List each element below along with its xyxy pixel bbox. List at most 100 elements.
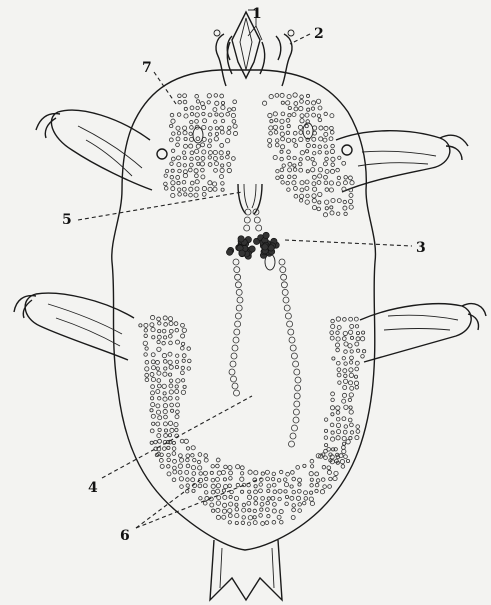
granule — [349, 193, 353, 197]
granule — [201, 156, 205, 160]
granule — [213, 157, 217, 161]
granule — [208, 151, 212, 155]
granule — [143, 341, 147, 345]
granule — [259, 483, 263, 487]
granule — [280, 126, 284, 130]
granule — [305, 200, 309, 204]
chain-bead — [233, 259, 239, 265]
granule — [199, 472, 203, 476]
granule — [227, 130, 231, 134]
granule — [192, 472, 196, 476]
granule — [337, 373, 341, 377]
granule — [150, 409, 153, 412]
granule — [276, 170, 279, 173]
granule — [259, 514, 263, 518]
granule — [290, 496, 294, 500]
granule — [151, 353, 155, 357]
granule — [204, 491, 208, 495]
granule — [330, 169, 334, 173]
granule — [320, 490, 324, 494]
granule — [278, 489, 282, 493]
granule — [321, 478, 325, 482]
granule — [183, 100, 187, 104]
granule — [189, 144, 193, 148]
granule — [254, 501, 258, 505]
granule — [184, 439, 188, 443]
granule — [283, 478, 287, 482]
granule — [208, 187, 212, 191]
granule — [191, 454, 194, 457]
chain-bead — [281, 274, 287, 280]
granule — [156, 389, 160, 393]
granule — [318, 192, 322, 196]
granule — [221, 164, 224, 167]
granule — [287, 188, 291, 192]
granule — [175, 428, 178, 431]
granule — [177, 181, 180, 184]
chain-bead — [293, 417, 299, 423]
granule — [215, 113, 218, 116]
chain-bead — [231, 376, 237, 382]
granule — [329, 188, 333, 192]
chain-bead — [244, 225, 250, 231]
granule — [300, 114, 304, 118]
granule — [355, 367, 359, 371]
granule — [213, 150, 217, 154]
front-right-leg — [336, 131, 468, 192]
granule — [176, 397, 179, 400]
granule — [151, 385, 155, 389]
granule — [267, 514, 270, 517]
granule — [346, 459, 349, 462]
granule — [324, 436, 328, 440]
granule — [318, 168, 322, 172]
chain-bead — [284, 305, 290, 311]
granule — [288, 162, 292, 166]
granule — [336, 436, 340, 440]
granule — [158, 439, 162, 443]
granule — [315, 483, 319, 487]
granule — [281, 112, 285, 116]
granule — [176, 156, 180, 160]
granule — [235, 508, 239, 512]
granule — [336, 212, 339, 215]
granule — [201, 168, 205, 172]
granule — [312, 113, 316, 117]
granule — [228, 484, 232, 488]
granule — [300, 119, 304, 123]
granule — [170, 428, 174, 432]
granule — [181, 371, 185, 375]
granule — [169, 341, 173, 345]
granule — [163, 372, 167, 376]
granule — [177, 163, 181, 167]
granule — [171, 187, 175, 191]
granule — [323, 162, 327, 166]
granule — [338, 156, 341, 159]
granule — [355, 325, 358, 328]
granule — [202, 125, 206, 129]
granule — [312, 144, 315, 147]
granule — [325, 157, 329, 161]
granule — [325, 169, 329, 173]
granule — [176, 143, 180, 147]
granule — [330, 114, 334, 118]
granule — [232, 157, 236, 161]
granule — [169, 379, 172, 382]
granule — [196, 100, 199, 103]
granule — [163, 316, 167, 320]
granule — [293, 168, 297, 172]
granule — [150, 323, 154, 327]
granule — [336, 417, 340, 421]
granule — [196, 106, 199, 109]
granule — [144, 334, 148, 338]
granule — [145, 373, 149, 377]
granule — [208, 144, 212, 148]
granule — [171, 149, 174, 152]
granule — [184, 193, 187, 196]
granule — [159, 458, 163, 462]
granule — [188, 359, 192, 363]
granule — [267, 489, 270, 492]
granule — [186, 447, 189, 450]
granule — [279, 510, 283, 514]
granule — [204, 458, 208, 462]
granule — [306, 156, 310, 160]
